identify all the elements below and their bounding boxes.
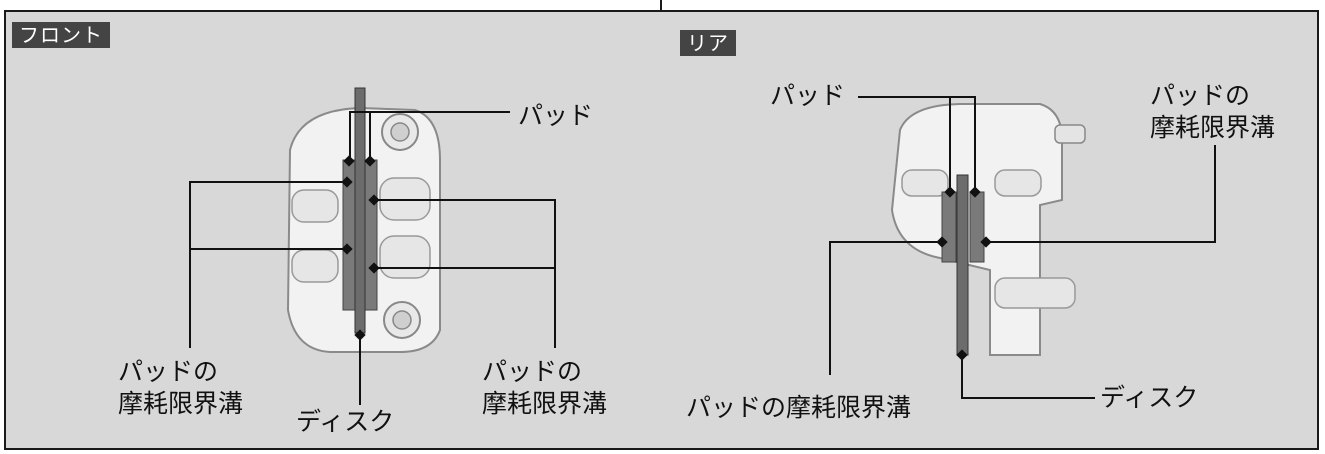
- front-disc-label: ディスク: [296, 407, 395, 436]
- front-leader-dots: [341, 155, 380, 341]
- panel-divider-tick: [660, 0, 662, 12]
- rear-leader-lines: [829, 96, 1216, 399]
- front-right-groove-label-line1: パッドの: [482, 357, 583, 386]
- rear-groove-top-label-line1: パッドの: [1150, 81, 1251, 110]
- rear-groove-top-label-line2: 摩耗限界溝: [1150, 113, 1276, 142]
- front-pad-label: パッド: [518, 101, 594, 130]
- front-section-tag: フロント: [12, 22, 110, 48]
- rear-caliper-illustration: [890, 103, 1086, 356]
- rear-groove-bottom-label: パッドの摩耗限界溝: [686, 393, 912, 422]
- rear-leader-dots: [936, 186, 992, 361]
- front-left-groove-label-line1: パッドの: [118, 357, 219, 386]
- front-right-groove-label-line2: 摩耗限界溝: [482, 389, 608, 418]
- diagram-panel: [4, 10, 1319, 450]
- rear-pad-label: パッド: [770, 81, 846, 110]
- front-left-groove-label-line2: 摩耗限界溝: [118, 389, 244, 418]
- front-leader-lines: [189, 111, 556, 405]
- rear-section-tag: リア: [680, 30, 736, 56]
- front-caliper-illustration: [286, 87, 441, 353]
- rear-disc-label: ディスク: [1100, 383, 1199, 412]
